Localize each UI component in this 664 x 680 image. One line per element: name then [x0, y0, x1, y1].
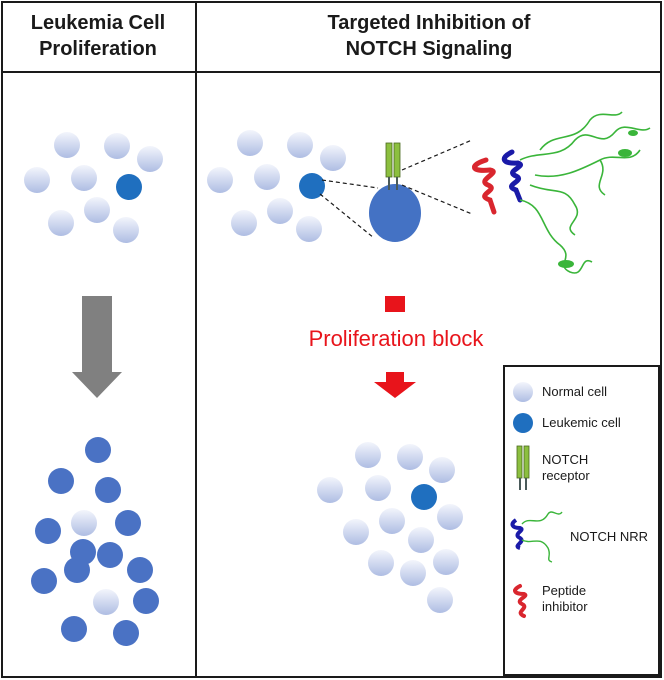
legend-receptor-swatch [516, 445, 530, 490]
initial-cell-cluster-left [24, 132, 163, 243]
normal-cell [365, 475, 391, 501]
right-title-line-2: NOTCH Signaling [345, 38, 513, 60]
nrr-strands [558, 130, 638, 268]
block-arrow [374, 372, 416, 398]
normal-cell [287, 132, 313, 158]
normal-cell [48, 210, 74, 236]
normal-cell [429, 457, 455, 483]
nrr-helix [501, 149, 523, 203]
nrr-peptide-structure [472, 111, 651, 274]
legend-peptide-line-2: inhibitor [542, 599, 588, 614]
normal-cell [84, 197, 110, 223]
legend-peptide-label: Peptide inhibitor [542, 583, 588, 615]
normal-cell [408, 527, 434, 553]
proliferated-cell-cluster [31, 437, 159, 646]
normal-cell [397, 444, 423, 470]
proliferation-block-label: Proliferation block [308, 326, 484, 351]
legend-normal-cell-swatch [513, 382, 533, 402]
normal-cell [113, 217, 139, 243]
leukemic-cell [95, 477, 121, 503]
block-symbol [385, 296, 405, 312]
right-title-line-1: Targeted Inhibition of [327, 12, 531, 34]
leukemic-cell [85, 437, 111, 463]
normal-cell [71, 510, 97, 536]
legend-receptor-line-1: NOTCH [542, 452, 589, 467]
legend-peptide-swatch [513, 584, 528, 618]
normal-cell [207, 167, 233, 193]
peptide-helix [472, 157, 497, 215]
notch-receptor [385, 142, 401, 190]
normal-cell [368, 550, 394, 576]
normal-cell [320, 145, 346, 171]
leukemic-cell [116, 174, 142, 200]
normal-cell [400, 560, 426, 586]
normal-cell [93, 589, 119, 615]
leukemic-cell [127, 557, 153, 583]
normal-cell [237, 130, 263, 156]
leukemic-cell [61, 616, 87, 642]
normal-cell [254, 164, 280, 190]
leukemic-cell [115, 510, 141, 536]
zoom-lines-receptor [401, 139, 473, 215]
leukemic-cell [97, 542, 123, 568]
legend-nrr-label: NOTCH NRR [570, 529, 648, 544]
leukemic-cell [64, 557, 90, 583]
leukemic-cell [35, 518, 61, 544]
initial-cell-cluster-right [207, 130, 346, 242]
leukemic-cell [411, 484, 437, 510]
legend-leukemic-label: Leukemic cell [542, 415, 621, 430]
normal-cell [427, 587, 453, 613]
left-title-line-2: Proliferation [39, 38, 157, 60]
leukemic-cell [31, 568, 57, 594]
normal-cell [231, 210, 257, 236]
legend-receptor-line-2: receptor [542, 468, 590, 483]
normal-cell [24, 167, 50, 193]
legend-nrr-swatch [510, 511, 563, 563]
zoom-lines-cell [319, 179, 379, 239]
normal-cell [379, 508, 405, 534]
normal-cell [437, 504, 463, 530]
enlarged-leukemic-cell [369, 184, 421, 242]
normal-cell [104, 133, 130, 159]
resulting-cell-cluster [317, 442, 463, 613]
legend [503, 365, 660, 676]
normal-cell [317, 477, 343, 503]
normal-cell [54, 132, 80, 158]
normal-cell [267, 198, 293, 224]
legend-normal-label: Normal cell [542, 384, 608, 399]
nrr-loops [519, 111, 651, 274]
normal-cell [137, 146, 163, 172]
legend-peptide-line-1: Peptide [542, 583, 587, 598]
legend-receptor-label: NOTCH receptor [542, 452, 590, 484]
legend-leukemic-cell-swatch [513, 413, 533, 433]
left-title-line-1: Leukemia Cell [30, 12, 166, 34]
normal-cell [343, 519, 369, 545]
normal-cell [355, 442, 381, 468]
leukemic-cell [299, 173, 325, 199]
leukemic-cell [133, 588, 159, 614]
normal-cell [296, 216, 322, 242]
normal-cell [71, 165, 97, 191]
leukemic-cell [48, 468, 74, 494]
right-column-title: Targeted Inhibition of NOTCH Signaling [198, 10, 660, 62]
normal-cell [433, 549, 459, 575]
proliferation-arrow [72, 296, 122, 398]
left-column-title: Leukemia Cell Proliferation [2, 10, 194, 62]
leukemic-cell [113, 620, 139, 646]
